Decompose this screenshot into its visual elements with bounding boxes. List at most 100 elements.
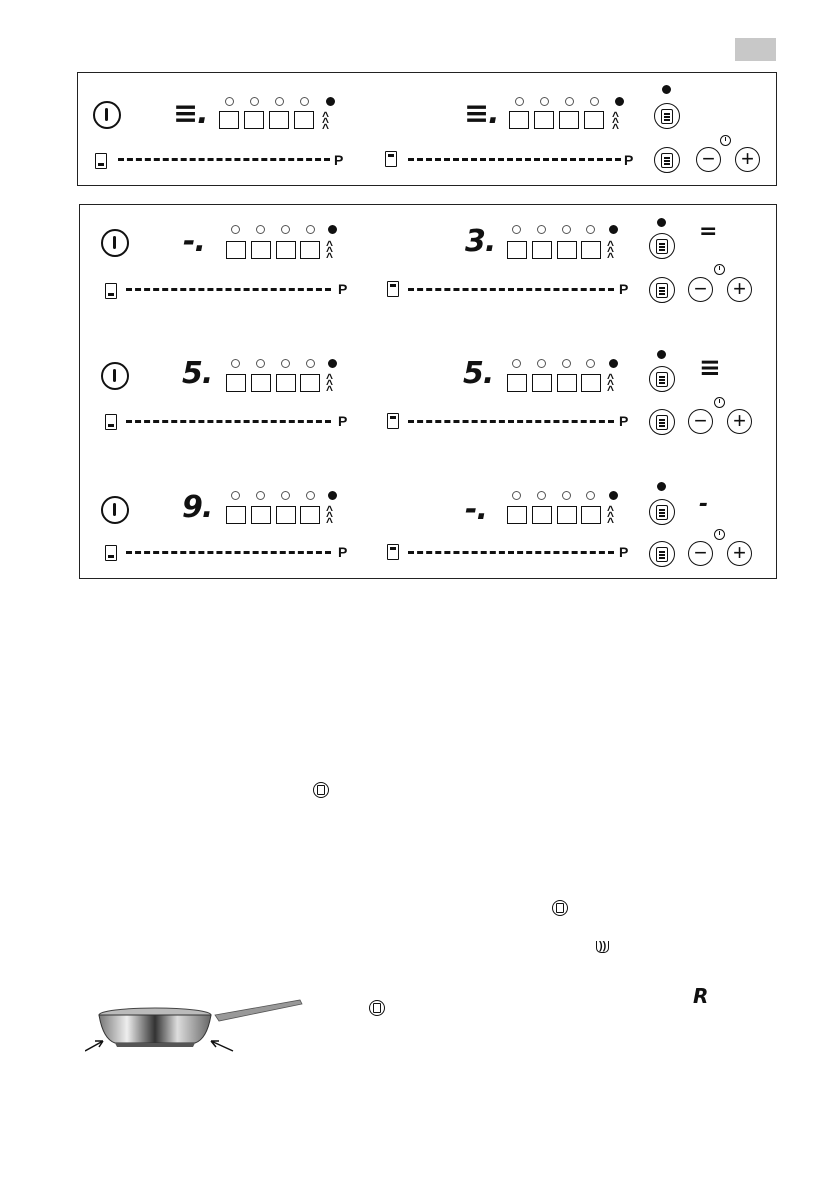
left-zone-timer-box [300, 241, 320, 259]
residual-heat-icon: )) [596, 941, 610, 953]
pot-detect-icon[interactable] [649, 409, 675, 435]
left-zone-timer-dot [306, 225, 315, 234]
right-zone-timer-dot [537, 359, 546, 368]
left-zone-timer-dot [256, 491, 265, 500]
left-zone-timer-box [251, 506, 271, 524]
boost-icon[interactable]: ^^^ [326, 371, 334, 397]
bridge-indicator-dot [657, 218, 666, 227]
left-zone-timer-box [300, 374, 320, 392]
right-slider-p-label: P [624, 152, 634, 168]
right-slider-p-label: P [619, 413, 629, 429]
control-panel-bottom: -. ^^^ 3. ^^^ = P P − + 5. ^^^ 5. [79, 204, 777, 579]
display-a-symbol: R [693, 984, 709, 1008]
left-zone-timer-box [269, 111, 289, 129]
plus-button[interactable]: + [735, 147, 760, 172]
minus-button[interactable]: − [688, 409, 713, 434]
right-zone-timer-box [559, 111, 579, 129]
timer-display: - [699, 492, 708, 517]
left-zone-level-display: -. [183, 224, 206, 259]
boost-icon[interactable]: ^^^ [322, 109, 330, 135]
control-panel-top: ≡. ^^^ ≡. ^^^ P P − + [77, 72, 777, 186]
left-power-slider[interactable] [126, 551, 331, 557]
left-zone-timer-dot [281, 491, 290, 500]
right-slider-p-label: P [619, 281, 629, 297]
left-zone-timer-box [226, 506, 246, 524]
bridge-indicator-dot [657, 482, 666, 491]
right-zone-timer-box [509, 111, 529, 129]
left-zone-timer-box [276, 374, 296, 392]
right-zone-level-display: 3. [465, 224, 496, 259]
bridge-zone-icon[interactable] [649, 233, 675, 259]
left-power-slider[interactable] [126, 288, 331, 294]
timer-icon [714, 264, 725, 275]
right-power-slider[interactable] [408, 288, 614, 294]
plus-button[interactable]: + [727, 541, 752, 566]
timer-display: ≡ [699, 353, 721, 383]
right-zone-timer-box [584, 111, 604, 129]
right-zone-timer-box [581, 506, 601, 524]
left-zone-level-display: ≡. [173, 96, 209, 131]
boost-icon[interactable]: ^^^ [607, 371, 615, 397]
left-power-slider[interactable] [126, 420, 331, 426]
power-icon[interactable] [101, 496, 129, 524]
right-zone-timer-box [507, 241, 527, 259]
power-icon[interactable] [93, 101, 121, 129]
right-zone-timer-box [557, 506, 577, 524]
bridge-zone-icon[interactable] [649, 499, 675, 525]
right-power-slider[interactable] [408, 158, 621, 164]
rear-zone-icon [387, 544, 399, 560]
right-zone-timer-box [532, 374, 552, 392]
bridge-zone-icon[interactable] [649, 366, 675, 392]
page-corner-tab [735, 38, 776, 61]
left-zone-boost-dot [328, 359, 337, 368]
pot-detect-icon[interactable] [649, 541, 675, 567]
bridge-zone-icon[interactable] [654, 103, 680, 129]
right-zone-timer-dot [586, 491, 595, 500]
left-zone-timer-box [251, 374, 271, 392]
boost-icon[interactable]: ^^^ [607, 503, 615, 529]
right-zone-level-display: 5. [463, 356, 494, 391]
left-zone-timer-box [300, 506, 320, 524]
right-zone-timer-box [557, 374, 577, 392]
right-zone-boost-dot [609, 225, 618, 234]
left-zone-timer-box [226, 241, 246, 259]
right-power-slider[interactable] [408, 420, 614, 426]
minus-button[interactable]: − [688, 541, 713, 566]
frying-pan-illustration [85, 999, 303, 1052]
boost-icon[interactable]: ^^^ [612, 109, 620, 135]
boost-icon[interactable]: ^^^ [607, 238, 615, 264]
power-icon[interactable] [101, 362, 129, 390]
left-zone-timer-dot [225, 97, 234, 106]
boost-icon[interactable]: ^^^ [326, 238, 334, 264]
left-zone-timer-dot [250, 97, 259, 106]
front-zone-icon [105, 545, 117, 561]
left-zone-timer-box [294, 111, 314, 129]
pot-detect-icon[interactable] [654, 147, 680, 173]
pot-detect-icon [552, 900, 568, 916]
right-zone-timer-dot [512, 359, 521, 368]
left-power-slider[interactable] [118, 158, 330, 164]
right-zone-timer-dot [512, 225, 521, 234]
right-zone-timer-box [507, 506, 527, 524]
timer-icon [714, 397, 725, 408]
bridge-indicator-dot [662, 85, 671, 94]
right-zone-timer-dot [562, 359, 571, 368]
rear-zone-icon [387, 413, 399, 429]
minus-button[interactable]: − [696, 147, 721, 172]
right-zone-timer-box [581, 241, 601, 259]
left-zone-timer-dot [256, 225, 265, 234]
pot-detect-icon[interactable] [649, 277, 675, 303]
left-zone-boost-dot [328, 491, 337, 500]
right-zone-timer-dot [515, 97, 524, 106]
left-zone-timer-box [226, 374, 246, 392]
right-zone-timer-dot [540, 97, 549, 106]
front-zone-icon [95, 153, 107, 169]
minus-button[interactable]: − [688, 277, 713, 302]
plus-button[interactable]: + [727, 409, 752, 434]
right-zone-timer-box [532, 241, 552, 259]
plus-button[interactable]: + [727, 277, 752, 302]
boost-icon[interactable]: ^^^ [326, 503, 334, 529]
right-power-slider[interactable] [408, 551, 614, 557]
left-zone-level-display: 9. [182, 490, 213, 525]
power-icon[interactable] [101, 229, 129, 257]
